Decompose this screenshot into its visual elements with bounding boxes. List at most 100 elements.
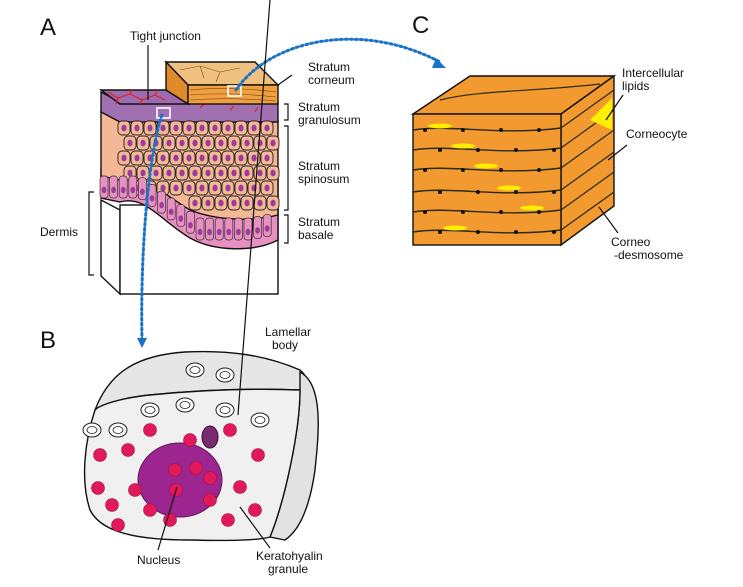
label-tight-junction: Tight junction — [130, 29, 201, 43]
corneodesmosome-dot — [552, 148, 556, 152]
label-corneodesmosome-1: Corneo — [611, 235, 651, 249]
corneodesmosome-dot — [499, 210, 503, 214]
cell-nucleus — [166, 139, 172, 147]
side-boundary — [560, 171, 615, 211]
cell-nucleus — [179, 139, 185, 147]
nucleus-leader — [157, 486, 178, 551]
corneodesmosome-dot — [552, 230, 556, 234]
corneodesmosome-dot — [514, 148, 518, 152]
corneodesmosome-dot — [461, 210, 465, 214]
cell-nucleus — [160, 184, 166, 192]
cell-nucleus — [160, 124, 166, 132]
lamellar-body-purple — [201, 425, 219, 449]
side-boundary — [560, 89, 615, 129]
corneodesmosome-dot — [499, 128, 503, 132]
cell-nucleus — [192, 169, 198, 177]
cell-nucleus — [218, 139, 224, 147]
cell-nucleus — [159, 201, 165, 209]
stratum-corneum-block — [164, 60, 280, 106]
granulosum-bracket — [284, 103, 289, 121]
cell-nucleus — [270, 199, 276, 207]
cell-nucleus — [153, 169, 159, 177]
lamellar-leader — [237, 0, 271, 416]
cell-nucleus — [244, 199, 250, 207]
label-nucleus: Nucleus — [137, 553, 180, 567]
cell-nucleus — [168, 208, 174, 216]
panel-b-letter: B — [40, 327, 56, 354]
panel-a: A — [40, 14, 361, 296]
keratohyalin-leader — [239, 506, 271, 549]
corneum-marker — [227, 85, 242, 97]
cell-nucleus — [251, 124, 257, 132]
cell-nucleus — [270, 169, 276, 177]
cell-nucleus — [244, 139, 250, 147]
lamellar-ring — [254, 416, 266, 424]
cell-nucleus — [264, 184, 270, 192]
panel-c-letter: C — [412, 12, 429, 39]
lamellar-ring — [179, 401, 191, 409]
lamellar-body — [185, 362, 205, 378]
lamellar-body — [175, 397, 195, 413]
cell-nucleus — [140, 188, 145, 195]
label-stratum-spinosum-1: Stratum — [298, 159, 340, 173]
arrow-to-panel-c — [234, 37, 442, 92]
corneodesmosome-dot — [423, 128, 427, 132]
keratohyalin-granule — [221, 513, 235, 527]
label-corneodesmosome-2: -desmosome — [614, 248, 684, 262]
keratohyalin-granule — [121, 443, 135, 457]
corneodesmosome-dot — [461, 128, 465, 132]
side-boundary — [560, 191, 615, 231]
keratohyalin-granule — [189, 461, 203, 475]
keratohyalin-granule — [93, 448, 107, 462]
spinosum-cells — [117, 120, 280, 211]
keratohyalin-granule — [105, 498, 119, 512]
corneodesmosome-dot — [476, 190, 480, 194]
cell-nucleus — [216, 228, 222, 236]
label-stratum-corneum-1: Stratum — [308, 60, 350, 74]
corneodesmosome-dot — [537, 128, 541, 132]
label-keratohyalin-2: granule — [268, 562, 308, 576]
cube-front-face — [412, 113, 562, 246]
cell-nucleus — [205, 169, 211, 177]
cell-nucleus — [147, 124, 153, 132]
cell-nucleus — [199, 154, 205, 162]
cell-nucleus — [134, 154, 140, 162]
keratohyalin-granule — [128, 483, 142, 497]
keratohyalin-granule — [251, 448, 265, 462]
corneodesmosome-dot — [438, 148, 442, 152]
lipid-patch — [497, 185, 521, 191]
cell-nucleus — [231, 139, 237, 147]
cell-nucleus — [197, 228, 203, 236]
keratohyalin-granule — [248, 503, 262, 517]
cell-nucleus — [140, 169, 146, 177]
lamellar-ring — [219, 371, 231, 379]
cell-nucleus — [231, 199, 237, 207]
cell-nucleus — [101, 186, 107, 194]
cell-nucleus — [238, 154, 244, 162]
cell-nucleus — [257, 169, 263, 177]
dermis-bracket — [88, 191, 94, 276]
keratohyalin-granule — [203, 493, 217, 507]
lipid-patch — [520, 205, 544, 211]
cell-nucleus — [270, 139, 276, 147]
label-intercellular-lipids-1: Intercellular — [622, 66, 684, 80]
nucleus — [137, 442, 223, 518]
lamellar-ring — [189, 366, 201, 374]
cell-nucleus — [236, 228, 241, 236]
keratohyalin-granule — [111, 518, 125, 532]
lamellar-ring — [112, 426, 124, 434]
corneodesmosome-dot — [537, 210, 541, 214]
corneodesmosome-dot — [537, 168, 541, 172]
cell-nucleus — [255, 227, 260, 234]
label-stratum-spinosum-2: spinosum — [298, 172, 349, 186]
cell-nucleus — [178, 215, 184, 222]
keratohyalin-granule — [143, 423, 157, 437]
cell-nucleus — [207, 228, 213, 236]
cell-nucleus — [192, 199, 198, 207]
lamellar-ring — [144, 406, 156, 414]
corneodesmosome-dot — [514, 230, 518, 234]
cell-nucleus — [264, 124, 270, 132]
corneocyte-leader — [607, 144, 628, 161]
spinosum-bracket — [284, 125, 289, 211]
cell-nucleus — [244, 169, 250, 177]
